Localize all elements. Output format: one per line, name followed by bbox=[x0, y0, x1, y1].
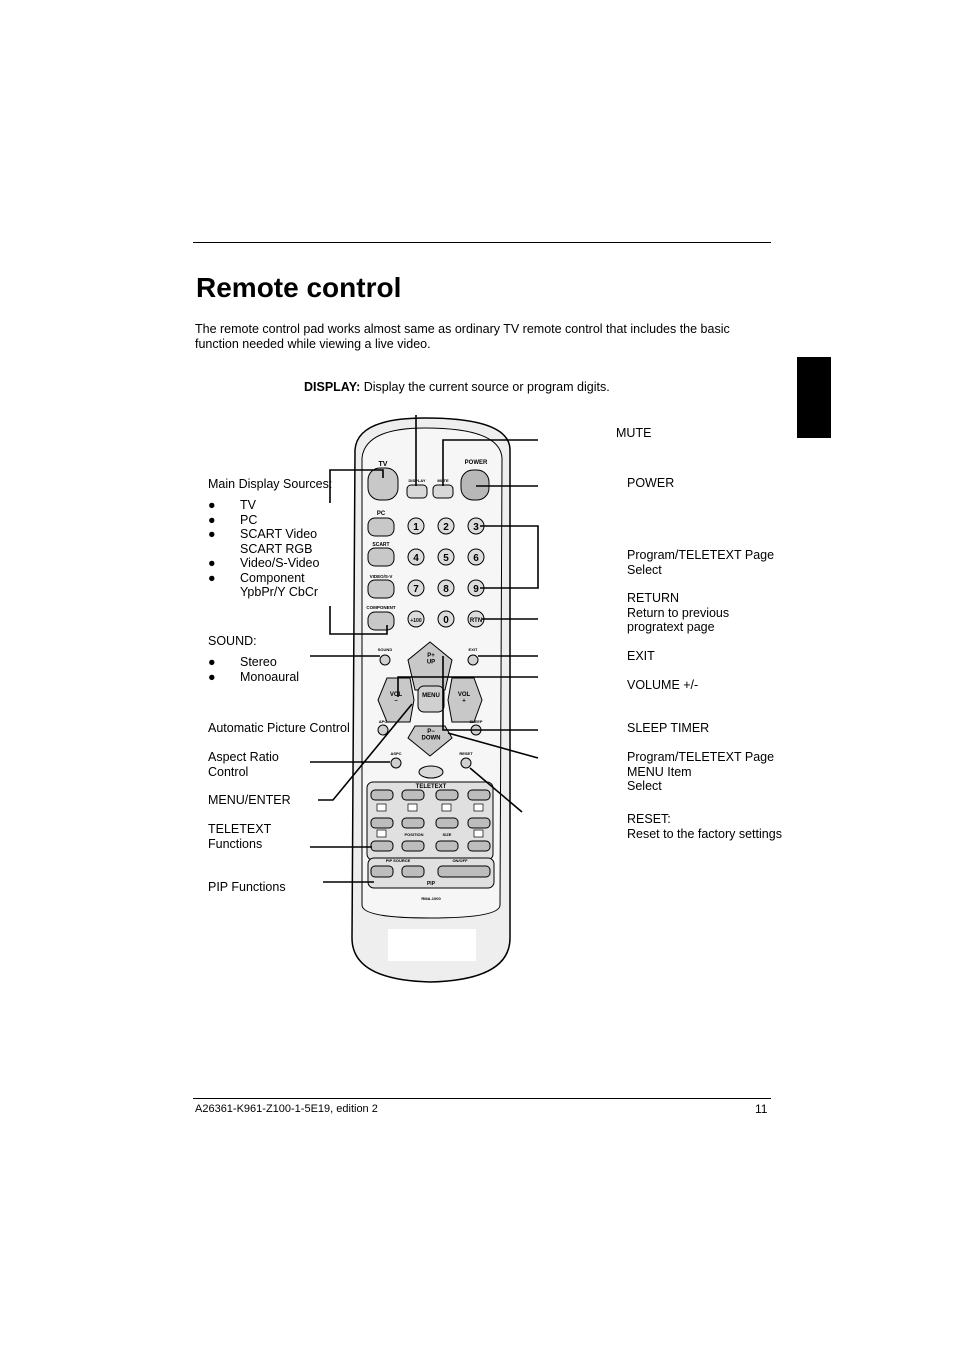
source-component: Component YpbPr/Y CbCr bbox=[240, 570, 319, 600]
remote-label-apc: APC bbox=[379, 719, 388, 724]
teletext-label: TELETEXT Functions bbox=[208, 822, 272, 851]
remote-label-vol-minus: VOL− bbox=[390, 692, 403, 704]
remote-label-tv: TV bbox=[379, 461, 388, 468]
list-item: ● SCART Video SCART RGB bbox=[208, 527, 319, 556]
remote-label-sound: SOUND bbox=[378, 647, 393, 652]
sound-list: ● Stereo ● Monoaural bbox=[208, 655, 299, 684]
list-item: ● TV bbox=[208, 498, 319, 513]
apc-label: Automatic Picture Control bbox=[208, 721, 350, 735]
remote-digit-8: 8 bbox=[443, 584, 449, 595]
remote-label-onoff: ON/OFF bbox=[452, 858, 468, 863]
display-caption: DISPLAY: Display the current source or p… bbox=[304, 380, 610, 395]
sound-stereo: Stereo bbox=[240, 655, 277, 669]
source-video: Video/S-Video bbox=[240, 556, 320, 570]
list-item: ● PC bbox=[208, 513, 319, 528]
display-label: DISPLAY: bbox=[304, 380, 361, 394]
sound-mono: Monoaural bbox=[240, 669, 300, 684]
list-item: ● Component YpbPr/Y CbCr bbox=[208, 571, 319, 600]
remote-digit-9: 9 bbox=[473, 584, 479, 595]
remote-digit-5: 5 bbox=[443, 553, 449, 564]
bullet-icon: ● bbox=[208, 498, 216, 512]
remote-label-vol-plus: VOL+ bbox=[458, 692, 471, 704]
section-tab bbox=[797, 357, 831, 438]
remote-label-menu: MENU bbox=[422, 693, 440, 699]
menu-item-label: Program/TELETEXT Page MENU Item Select bbox=[627, 750, 775, 793]
mute-label: MUTE bbox=[616, 426, 652, 440]
remote-label-sleep: SLEEP bbox=[469, 719, 482, 724]
remote-label-display: DISPLAY bbox=[409, 478, 426, 483]
remote-buttons bbox=[366, 467, 495, 889]
remote-digit-3: 3 bbox=[473, 522, 479, 533]
remote-label-scart: SCART bbox=[372, 542, 389, 548]
bullet-icon: ● bbox=[208, 556, 216, 570]
list-item: ● Stereo bbox=[208, 655, 299, 670]
page-select-label: Program/TELETEXT Page Select bbox=[627, 548, 775, 577]
remote-digit-2: 2 bbox=[443, 522, 449, 533]
remote-digit-7: 7 bbox=[413, 584, 419, 595]
remote-label-exit: EXIT bbox=[469, 647, 478, 652]
remote-label-pc: PC bbox=[377, 511, 386, 517]
remote-label-pip: PIP bbox=[427, 881, 436, 887]
remote-label-video: VIDEO/S-V bbox=[370, 574, 393, 579]
remote-label-power: POWER bbox=[465, 460, 488, 466]
remote-label-teletext: TELETEXT bbox=[416, 784, 447, 790]
top-rule bbox=[193, 242, 771, 243]
intro-paragraph: The remote control pad works almost same… bbox=[195, 322, 730, 351]
remote-label-component: COMPONENT bbox=[366, 605, 396, 610]
sources-title: Main Display Sources: bbox=[208, 477, 333, 491]
remote-model-label: RMA-1000 bbox=[421, 896, 441, 901]
pip-label: PIP Functions bbox=[208, 880, 286, 894]
exit-label: EXIT bbox=[627, 649, 655, 663]
remote-label-aspc: ASPC bbox=[390, 751, 401, 756]
source-tv: TV bbox=[240, 498, 256, 512]
reset-label: RESET: Reset to the factory settings bbox=[627, 812, 782, 841]
list-item: ● Video/S-Video bbox=[208, 556, 319, 571]
bullet-icon: ● bbox=[208, 655, 216, 669]
remote-label-position: POSITION bbox=[404, 832, 423, 837]
bullet-icon: ● bbox=[208, 570, 216, 585]
remote-label-reset: RESET bbox=[459, 751, 473, 756]
bullet-icon: ● bbox=[208, 527, 216, 541]
list-item: ● Monoaural bbox=[208, 670, 299, 685]
bullet-icon: ● bbox=[208, 669, 216, 684]
footer-doc-id: A26361-K961-Z100-1-5E19, edition 2 bbox=[195, 1103, 378, 1115]
remote-digit-100: +100 bbox=[410, 618, 421, 624]
source-pc: PC bbox=[240, 512, 258, 527]
volume-label: VOLUME +/- bbox=[627, 678, 699, 692]
page-title: Remote control bbox=[196, 272, 402, 303]
remote-digit-0: 0 bbox=[443, 615, 449, 626]
remote-digit-4: 4 bbox=[413, 553, 419, 564]
remote-digit-6: 6 bbox=[473, 553, 479, 564]
remote-label-size: SIZE bbox=[443, 832, 452, 837]
aspect-label: Aspect Ratio Control bbox=[208, 750, 279, 779]
remote-digit-1: 1 bbox=[413, 522, 419, 533]
source-scart: SCART Video SCART RGB bbox=[240, 527, 318, 556]
power-label: POWER bbox=[627, 476, 675, 490]
bullet-icon: ● bbox=[208, 512, 216, 527]
remote-label-p-down: P−DOWN bbox=[422, 729, 441, 741]
display-text: Display the current source or program di… bbox=[360, 380, 610, 394]
remote-label-rtn: RTN bbox=[470, 618, 482, 624]
remote-label-pip-source: PIP SOURCE bbox=[386, 858, 411, 863]
page-number: 11 bbox=[755, 1102, 768, 1116]
callout-lines bbox=[310, 415, 539, 883]
sources-list: ● TV ● PC ● SCART Video SCART RGB ● Video/S-… bbox=[208, 498, 319, 600]
footer-rule bbox=[193, 1098, 771, 1099]
remote-button-labels: TV DISPLAY MUTE POWER PC SCART VIDEO/S-V… bbox=[366, 460, 488, 901]
return-label: RETURN Return to previous progratext pag… bbox=[627, 591, 730, 634]
sound-title: SOUND: bbox=[208, 634, 257, 648]
sleep-label: SLEEP TIMER bbox=[627, 721, 710, 735]
remote-label-p-up: P+UP bbox=[427, 653, 435, 665]
menu-enter-label: MENU/ENTER bbox=[208, 793, 291, 807]
